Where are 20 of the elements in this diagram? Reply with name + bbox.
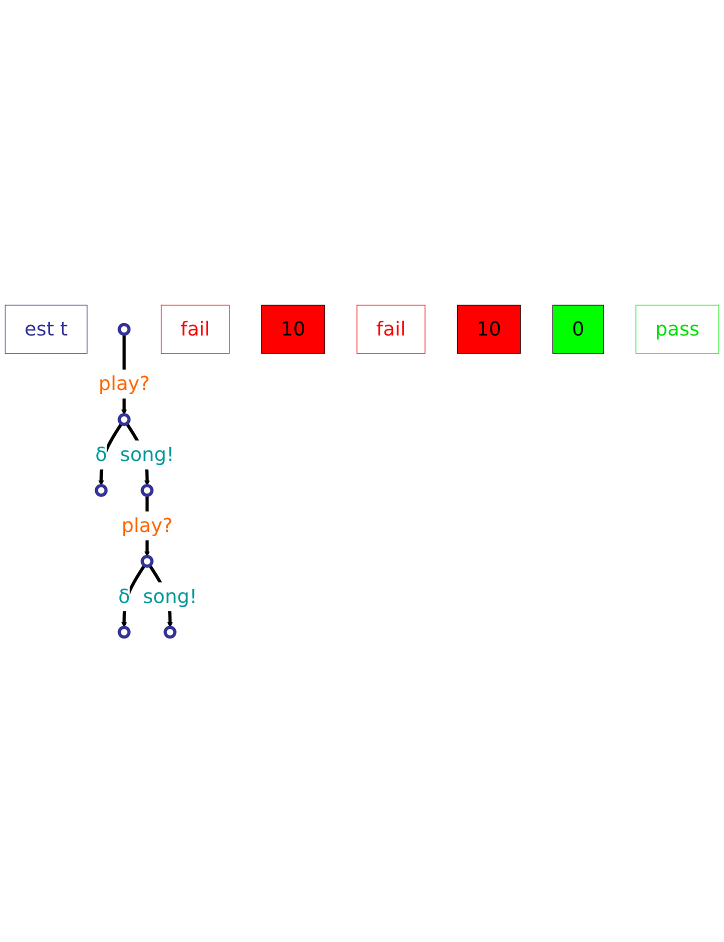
edge-label: δ	[118, 585, 130, 608]
edge-label: play?	[121, 514, 173, 538]
node-box: fail	[356, 304, 426, 354]
node-box: 10	[456, 304, 521, 354]
node-circle	[118, 626, 131, 639]
node-circle	[94, 484, 108, 497]
node-box: 10	[261, 304, 326, 354]
node-box: 0	[552, 304, 604, 354]
node-circle	[140, 554, 154, 568]
node-circle	[118, 322, 131, 336]
node-circle	[140, 484, 154, 497]
node-circle	[118, 413, 131, 426]
node-circle	[164, 626, 176, 639]
node-box: pass	[636, 304, 720, 354]
edge-label: song!	[142, 585, 198, 608]
node-box: est t	[4, 304, 88, 354]
edge-label: song!	[120, 444, 174, 466]
edge-label: δ	[95, 444, 108, 466]
edge-label: play?	[98, 372, 150, 396]
node-box: fail	[160, 304, 230, 354]
